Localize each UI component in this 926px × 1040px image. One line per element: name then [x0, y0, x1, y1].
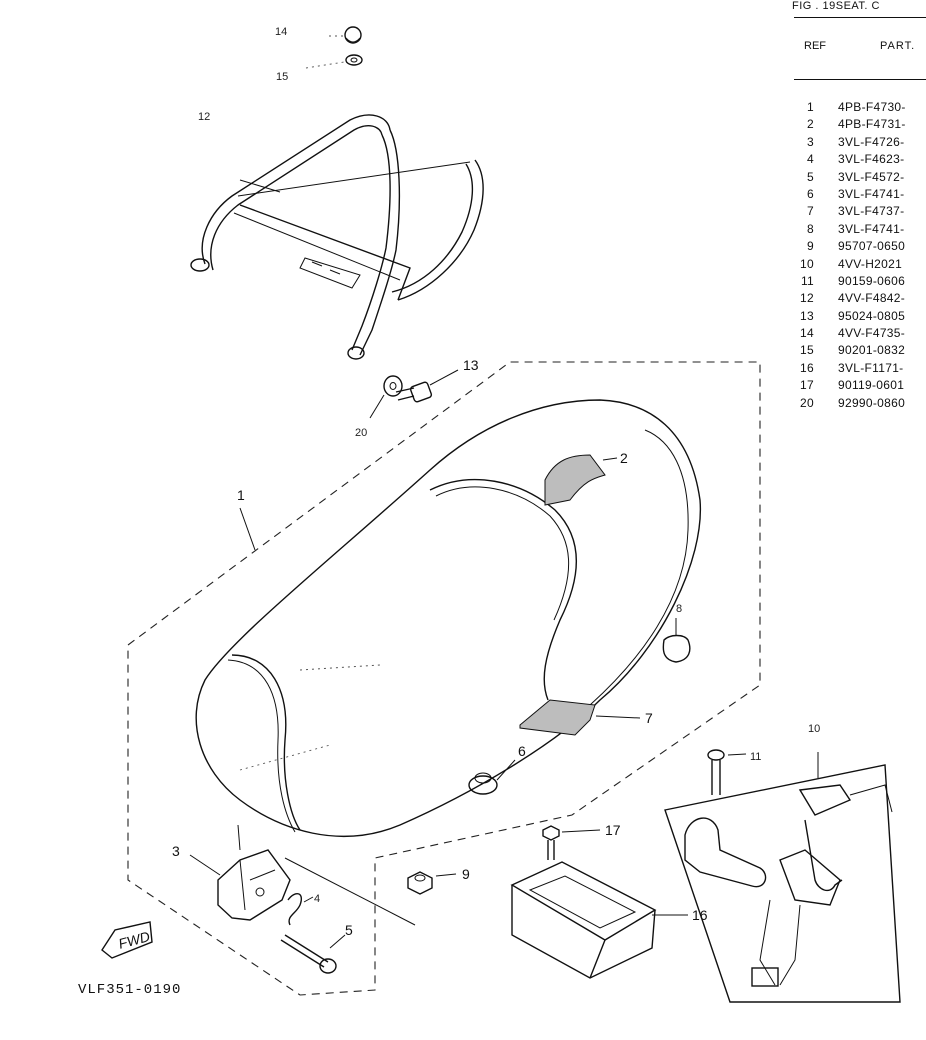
row-part-number: 3VL-F4572-: [838, 169, 905, 184]
callout-3: 3: [172, 843, 180, 859]
assembly-boundary: [127, 361, 761, 996]
row-part-number: 3VL-F4741-: [838, 221, 905, 236]
callout-17: 17: [605, 822, 621, 838]
column-header-ref: REF: [804, 40, 826, 52]
row-part-number: 4VV-H2021: [838, 256, 903, 271]
row-ref: 3: [807, 134, 814, 149]
row-ref: 6: [807, 186, 814, 201]
row-ref: 10: [800, 256, 814, 271]
row-ref: 8: [807, 221, 814, 236]
row-part-number: 3VL-F1171-: [838, 360, 904, 375]
row-ref: 16: [800, 360, 814, 375]
callout-20: 20: [355, 427, 367, 439]
row-ref: 4: [807, 152, 814, 167]
row-ref: 2: [807, 117, 814, 132]
row-part-number: 92990-0860: [838, 395, 906, 410]
part-4-clip: [287, 893, 314, 926]
row-part-number: 4PB-F4730-: [838, 100, 906, 114]
figure-code: VLF351-0190: [78, 982, 182, 998]
part-20-washer: [369, 375, 403, 419]
row-part-number: 3VL-F4741-: [838, 186, 905, 201]
callout-12: 12: [198, 111, 210, 123]
callout-14: 14: [275, 26, 287, 38]
row-ref: 12: [800, 291, 814, 306]
row-part-number: 90159-0606: [838, 273, 906, 288]
part-5-pin: [280, 934, 346, 974]
callout-11: 11: [750, 751, 761, 763]
row-ref: 17: [800, 378, 814, 393]
table-header-rule: [794, 79, 926, 80]
part-1-seat: [195, 399, 702, 837]
row-ref: 20: [800, 395, 814, 410]
part-10-lock-set: [664, 752, 901, 1003]
row-part-number: 3VL-F4726-: [838, 134, 905, 149]
row-part-number: 90201-0832: [838, 343, 906, 358]
callout-6: 6: [518, 743, 526, 759]
part-9-nut: [407, 871, 457, 895]
callout-15: 15: [276, 71, 288, 83]
callout-8: 8: [676, 603, 682, 615]
part-7-pad: [519, 699, 641, 736]
callout-1: 1: [237, 487, 245, 503]
row-ref: 15: [800, 343, 814, 358]
row-ref: 1: [807, 100, 814, 114]
part-16-tray: [510, 861, 688, 979]
part-12-grab-bar: [190, 114, 484, 360]
row-part-number: 90119-0601: [838, 378, 905, 393]
row-ref: 14: [800, 326, 814, 341]
table-title-rule: [794, 17, 926, 18]
table-title: FIG . 19SEAT. C: [792, 0, 880, 12]
fwd-arrow-icon: FWD: [101, 921, 153, 959]
part-8-damper: [662, 618, 691, 663]
callout-9: 9: [462, 866, 470, 882]
part-14-cap-nut: [329, 26, 362, 44]
fwd-label: FWD: [117, 928, 152, 952]
row-part-number: 3VL-F4737-: [838, 204, 905, 219]
callout-10: 10: [808, 723, 820, 735]
row-part-number: 3VL-F4623-: [838, 152, 905, 167]
part-13-bolt: [395, 369, 459, 403]
callout-2: 2: [620, 450, 628, 466]
callout-5: 5: [345, 922, 353, 938]
callout-16: 16: [692, 907, 708, 923]
row-part-number: 95707-0650: [838, 239, 906, 254]
row-part-number: 4VV-F4842-: [838, 291, 906, 306]
column-header-part: PART.: [880, 40, 916, 52]
row-ref: 13: [800, 308, 814, 323]
parts-list-table: FIG . 19SEAT. C REF PART. 1 4PB-F4730- 2 4P…: [792, 0, 926, 460]
part-15-washer: [305, 54, 363, 69]
row-ref: 11: [800, 273, 814, 288]
part-2-emblem: [544, 454, 606, 506]
part-3-hinge-bracket: [189, 824, 291, 921]
callout-13: 13: [463, 357, 479, 373]
part-11-bolt: [707, 749, 747, 795]
part-17-screw: [542, 825, 601, 860]
part-6-damper: [468, 759, 516, 795]
row-part-number: 4PB-F4731-: [838, 117, 906, 132]
row-ref: 5: [807, 169, 814, 184]
callout-4: 4: [314, 893, 320, 905]
row-part-number: 4VV-F4735-: [838, 326, 906, 341]
row-ref: 7: [807, 204, 814, 219]
row-part-number: 95024-0805: [838, 308, 906, 323]
row-ref: 9: [807, 239, 814, 254]
callout-7: 7: [645, 710, 653, 726]
